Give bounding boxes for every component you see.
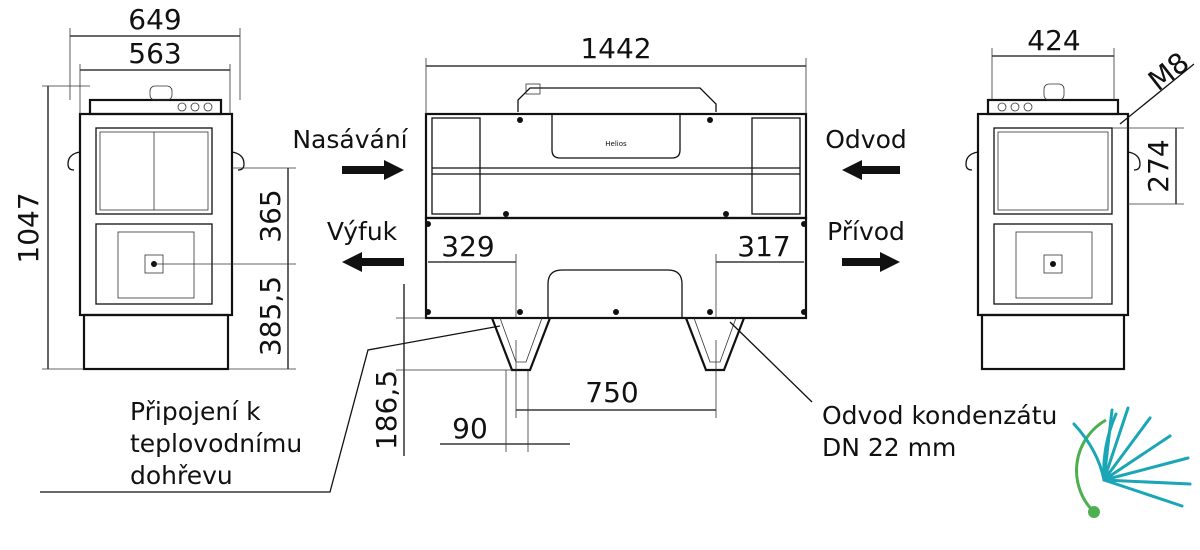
left-upper-panel bbox=[95, 127, 213, 215]
left-handle-left bbox=[67, 151, 81, 171]
foot-right bbox=[684, 317, 746, 372]
dim-424: 424 bbox=[1027, 24, 1080, 57]
dim-1442: 1442 bbox=[580, 32, 651, 65]
leader-condensate: Odvod kondenzátu DN 22 mm bbox=[729, 321, 1057, 462]
arrow-intake bbox=[342, 160, 404, 180]
right-view: 424 274 M8 bbox=[965, 24, 1195, 371]
right-top-connector bbox=[1043, 83, 1065, 101]
dim-329: 329 bbox=[441, 230, 494, 263]
right-top-cap bbox=[986, 98, 1120, 116]
svg-text:Helios: Helios bbox=[605, 140, 627, 148]
dim-1047: 1047 bbox=[12, 192, 45, 263]
condensate-line-1: Odvod kondenzátu bbox=[822, 401, 1057, 430]
dim-186-5: 186,5 bbox=[370, 370, 403, 450]
dim-649: 649 bbox=[128, 3, 181, 36]
foot-left bbox=[490, 317, 552, 372]
airflow-labels: Nasávání Výfuk Odvod Přívod bbox=[292, 125, 907, 272]
left-base bbox=[82, 313, 230, 371]
dim-317: 317 bbox=[737, 230, 790, 263]
left-view: 649 563 1047 365 385,5 bbox=[12, 3, 296, 371]
dim-90: 90 bbox=[452, 412, 488, 445]
dandelion-logo bbox=[1072, 406, 1192, 518]
dim-750: 750 bbox=[585, 376, 638, 409]
heating-line-3: dohřevu bbox=[130, 461, 233, 490]
label-supply: Přívod bbox=[827, 217, 905, 246]
leader-heating: Připojení k teplovodnímu dohřevu bbox=[40, 325, 501, 493]
heating-line-2: teplovodnímu bbox=[130, 429, 302, 458]
right-base bbox=[980, 313, 1126, 371]
arrow-supply bbox=[842, 252, 900, 272]
dim-385-5: 385,5 bbox=[254, 276, 287, 356]
condensate-line-2: DN 22 mm bbox=[822, 433, 956, 462]
center-view: Helios 1442 329 317 750 bbox=[370, 32, 808, 456]
label-outlet: Odvod bbox=[825, 125, 907, 154]
left-handle-right bbox=[231, 151, 245, 171]
arrow-exhaust bbox=[342, 252, 404, 272]
heating-line-1: Připojení k bbox=[130, 397, 261, 426]
arrow-outlet bbox=[842, 160, 900, 180]
dim-274: 274 bbox=[1142, 139, 1175, 192]
center-lower-box bbox=[424, 216, 808, 320]
label-exhaust: Výfuk bbox=[327, 217, 398, 246]
left-top-connector bbox=[149, 85, 173, 101]
thread-m8: M8 bbox=[1142, 46, 1195, 98]
label-intake: Nasávání bbox=[292, 125, 408, 154]
center-top-handle bbox=[517, 87, 717, 112]
center-upper-box bbox=[424, 112, 808, 220]
left-top-cap bbox=[88, 98, 223, 116]
dim-365: 365 bbox=[254, 189, 287, 242]
dim-563: 563 bbox=[128, 37, 181, 70]
